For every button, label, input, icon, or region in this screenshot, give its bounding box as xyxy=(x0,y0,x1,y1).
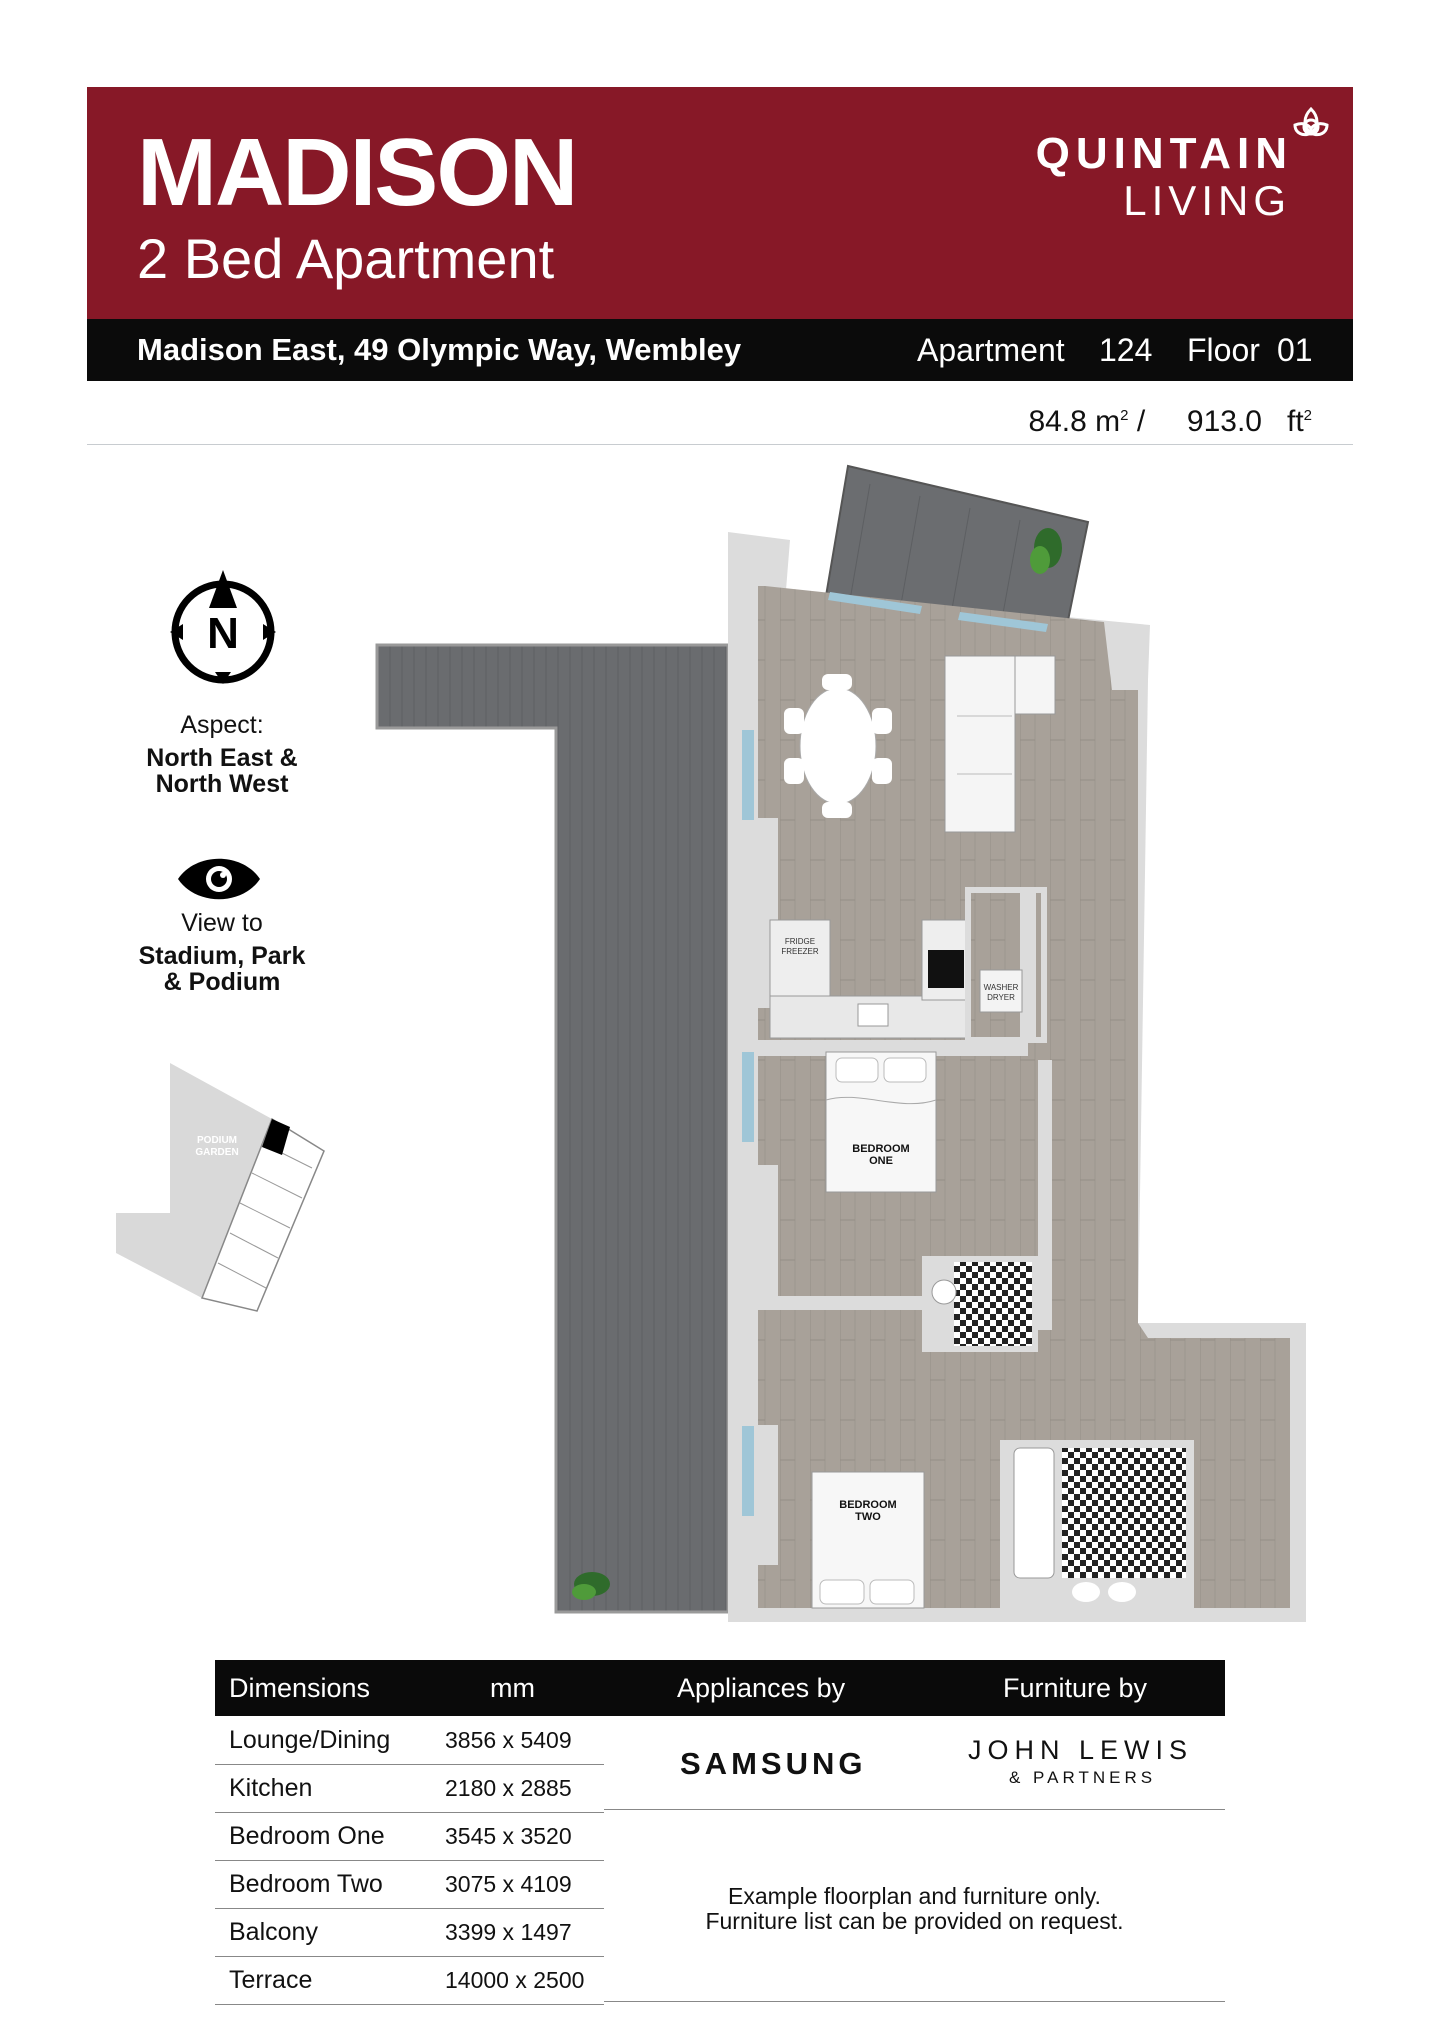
divider xyxy=(87,444,1353,445)
terrace xyxy=(375,643,730,1614)
compass-letter: N xyxy=(207,609,239,658)
divider xyxy=(604,1809,1225,1810)
sofa xyxy=(944,655,1056,833)
plant-icon xyxy=(1030,528,1062,574)
view-label: View to xyxy=(181,909,263,937)
disclaimer-line-1: Example floorplan and furniture only. xyxy=(728,1883,1101,1909)
area-summary: 84.8 m2 / 913.0 ft2 xyxy=(1028,398,1312,440)
bed-two: BEDROOM TWO xyxy=(811,1471,925,1609)
dining-table xyxy=(784,674,892,818)
area-sqm: 84.8 xyxy=(1028,405,1087,438)
view-line-1: Stadium, Park xyxy=(138,942,306,970)
lounge-floor xyxy=(758,586,1290,1608)
aspect-line-2: North West xyxy=(155,770,289,798)
furniture-brand-logo: JOHN LEWIS xyxy=(968,1735,1194,1765)
appliances-brand-logo: SAMSUNG xyxy=(680,1746,867,1781)
header-banner: MADISON 2 Bed Apartment QUINTAIN LIVING xyxy=(87,87,1353,319)
view-line-2: & Podium xyxy=(163,968,281,996)
table-row: Lounge/Dining 3856 x 5409 xyxy=(215,1716,604,1765)
bedroom-one-label-1: BEDROOM xyxy=(852,1143,909,1155)
table-row: Terrace 14000 x 2500 xyxy=(215,1956,604,2005)
terrace-plant-icon xyxy=(572,1572,610,1600)
room-name: Lounge/Dining xyxy=(229,1726,391,1754)
table-header: Dimensions mm Appliances by Furniture by xyxy=(215,1660,1225,1716)
floor-label: Floor xyxy=(1187,332,1260,368)
table-row: Kitchen 2180 x 2885 xyxy=(215,1764,604,1813)
fridge-label-2: FREEZER xyxy=(781,947,819,956)
floor-plan: FRIDGE FREEZER WASHER DRYER BEDROOM ONE … xyxy=(375,464,1306,1622)
bedroom-one-label-2: ONE xyxy=(869,1155,893,1167)
apartment-type: 2 Bed Apartment xyxy=(137,227,555,290)
header-furniture: Furniture by xyxy=(1003,1673,1148,1703)
header-mm: mm xyxy=(490,1673,535,1703)
apartment-number: 124 xyxy=(1099,332,1153,368)
brand-name-quintain: QUINTAIN xyxy=(1035,129,1293,178)
aspect-line-1: North East & xyxy=(146,744,298,772)
site-label-1: PODIUM xyxy=(197,1135,237,1146)
header-appliances: Appliances by xyxy=(677,1673,846,1703)
bedroom-two-label-1: BEDROOM xyxy=(839,1499,896,1511)
sqm-exponent: 2 xyxy=(1120,407,1129,424)
area-sqft-unit: ft xyxy=(1286,405,1304,438)
compass-icon: N xyxy=(170,570,276,684)
area-sqft: 913.0 xyxy=(1186,405,1262,438)
utility-cupboard: WASHER DRYER xyxy=(965,887,1047,1043)
room-name: Kitchen xyxy=(229,1774,313,1802)
room-size: 3545 x 3520 xyxy=(445,1823,572,1849)
eye-icon xyxy=(178,858,260,900)
area-sqm-unit: m xyxy=(1095,405,1121,438)
address: Madison East, 49 Olympic Way, Wembley xyxy=(137,332,742,367)
disclaimer-line-2: Furniture list can be provided on reques… xyxy=(705,1908,1124,1934)
bathroom xyxy=(1006,1440,1194,1608)
table-row: Bedroom One 3545 x 3520 xyxy=(215,1812,604,1861)
bed-one: BEDROOM ONE xyxy=(825,1051,937,1193)
site-label-2: GARDEN xyxy=(195,1147,238,1158)
aspect-label: Aspect: xyxy=(180,711,264,739)
table-row: Bedroom Two 3075 x 4109 xyxy=(215,1860,604,1909)
room-name: Bedroom One xyxy=(229,1822,385,1850)
development-title: MADISON xyxy=(137,119,578,226)
sqft-exponent: 2 xyxy=(1303,407,1312,424)
site-key-plan: PODIUM GARDEN xyxy=(116,1063,325,1312)
washer-label-1: WASHER xyxy=(984,983,1019,992)
room-size: 2180 x 2885 xyxy=(445,1775,572,1801)
floor-number: 01 xyxy=(1277,332,1313,368)
room-size: 3399 x 1497 xyxy=(445,1919,572,1945)
kitchen: FRIDGE FREEZER xyxy=(769,919,971,1039)
room-size: 14000 x 2500 xyxy=(445,1967,585,1993)
info-bar: Madison East, 49 Olympic Way, Wembley Ap… xyxy=(87,319,1353,381)
furniture-brand-sub: & PARTNERS xyxy=(1009,1768,1157,1787)
quintain-logo-icon xyxy=(1293,106,1329,137)
apartment-label: Apartment xyxy=(917,332,1065,368)
room-name: Balcony xyxy=(229,1918,318,1946)
apartment-marker xyxy=(262,1119,290,1155)
table-row: Balcony 3399 x 1497 xyxy=(215,1908,604,1957)
room-size: 3856 x 5409 xyxy=(445,1727,572,1753)
divider xyxy=(604,2001,1225,2002)
brand-name-living: LIVING xyxy=(1123,177,1291,224)
room-name: Bedroom Two xyxy=(229,1870,383,1898)
room-size: 3075 x 4109 xyxy=(445,1871,572,1897)
ensuite xyxy=(922,1256,1038,1352)
washer-label-2: DRYER xyxy=(987,993,1015,1002)
fridge-label-1: FRIDGE xyxy=(785,937,815,946)
bedroom-two-label-2: TWO xyxy=(855,1511,881,1523)
room-name: Terrace xyxy=(229,1966,313,1994)
area-separator: / xyxy=(1136,405,1146,438)
header-dimensions: Dimensions xyxy=(229,1673,371,1703)
